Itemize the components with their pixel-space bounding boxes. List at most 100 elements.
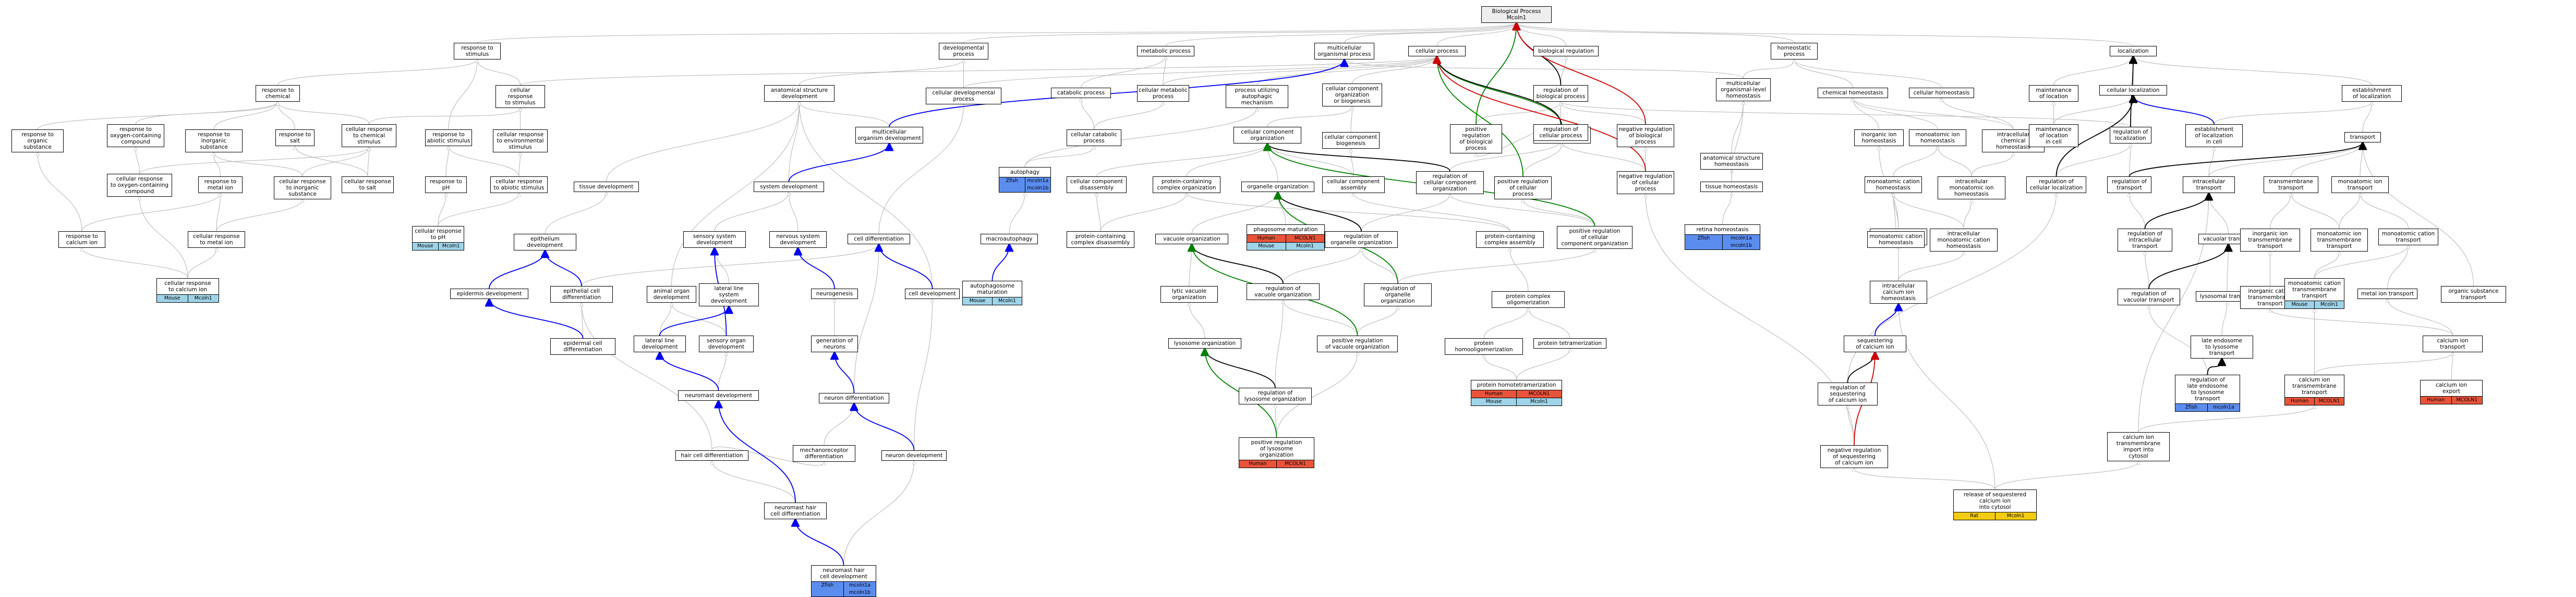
go-term-node[interactable]: cell differentiation [848,234,910,244]
go-term-node[interactable]: monoatomic cation transport [2378,229,2438,245]
go-term-node[interactable]: negative regulation of cellular process [1617,171,1674,194]
go-term-node[interactable]: maintenance of location in cell [2029,124,2078,147]
go-term-node[interactable]: regulation of organelle organization [1325,231,1398,248]
go-term-node[interactable]: cellular response to metal ion [188,231,245,248]
go-term-node[interactable]: response to salt [275,129,315,146]
go-term-node[interactable]: positive regulation of biological proces… [1450,124,1502,153]
go-term-node[interactable]: transmembrane transport [2264,176,2318,193]
go-term-node[interactable]: monoatomic ion homeostasis [1909,129,1966,146]
go-term-node[interactable]: neurogenesis [811,289,858,299]
go-term-node[interactable]: neuron development [881,450,947,461]
go-term-node[interactable]: positive regulation of vacuole organizat… [1317,336,1398,352]
go-term-node[interactable]: metal ion transport [2357,289,2417,299]
go-term-node[interactable]: establishment of localization in cell [2185,124,2243,147]
go-term-node[interactable]: protein-containing complex disassembly [1067,231,1134,248]
go-term-node[interactable]: protein-containing complex organization [1153,176,1220,193]
go-term-node[interactable]: intracellular monoatomic cation homeosta… [1930,229,1998,252]
go-term-node[interactable]: cell development [905,289,960,299]
go-term-node[interactable]: lysosome organization [1168,338,1241,349]
go-term-node[interactable]: Biological Process Mcoln1 [1481,6,1552,23]
go-term-node[interactable]: response to calcium ion [58,231,105,248]
go-term-node[interactable]: cellular response to chemical stimulus [342,124,396,147]
go-term-node[interactable]: positive regulation of lysosome organiza… [1239,437,1314,468]
go-term-node[interactable]: monoatomic ion transport [2331,176,2389,193]
go-term-node[interactable]: sensory organ development [699,336,754,352]
go-term-node[interactable]: cellular catabolic process [1067,129,1121,146]
go-term-node[interactable]: positive regulation of cellular process [1494,176,1552,199]
go-term-node[interactable]: regulation of lysosome organization [1239,388,1312,404]
go-term-node[interactable]: regulation of cellular localization [2026,176,2086,193]
go-term-node[interactable]: anatomical structure development [764,85,835,102]
go-term-node[interactable]: response to pH [425,176,467,193]
go-term-node[interactable]: homeostatic process [1771,43,1818,59]
go-term-node[interactable]: cellular response to stimulus [495,85,545,108]
go-term-node[interactable]: vacuole organization [1155,234,1228,244]
go-term-node[interactable]: cellular component organization [1233,127,1301,144]
go-term-node[interactable]: cellular component disassembly [1067,176,1127,193]
go-term-node[interactable]: cellular metabolic process [1137,85,1189,102]
go-term-node[interactable]: neuron differentiation [819,393,889,403]
go-term-node[interactable]: animal organ development [647,286,696,303]
go-term-node[interactable]: protein tetramerization [1533,338,1606,349]
go-term-node[interactable]: lateral line system development [699,283,759,306]
go-term-node[interactable]: intracellular calcium ion homeostasis [1870,281,1927,304]
go-term-node[interactable]: inorganic ion transmembrane transport [2240,229,2300,252]
go-term-node[interactable]: calcium ion transport [2423,336,2483,352]
go-term-node[interactable]: epithelial cell differentiation [550,286,613,303]
go-term-node[interactable]: cellular response to abiotic stimulus [490,176,548,193]
go-term-node[interactable]: cellular component assembly [1322,176,1385,193]
go-term-node[interactable]: regulation of intracellular transport [2118,229,2172,252]
go-term-node[interactable]: monoatomic cation homeostasis [1867,231,1925,248]
go-term-node[interactable]: response to oxygen-containing compound [107,124,164,147]
go-term-node[interactable]: lateral line development [634,336,686,352]
go-term-node[interactable]: regulation of vacuole organization [1247,283,1320,300]
go-term-node[interactable]: epidermal cell differentiation [550,338,615,355]
go-term-node[interactable]: anatomical structure homeostasis [1700,153,1763,170]
go-term-node[interactable]: inorganic ion homeostasis [1854,129,1904,146]
go-term-node[interactable]: response to inorganic substance [185,129,243,152]
go-term-node[interactable]: cellular process [1408,46,1466,56]
go-term-node[interactable]: regulation of late endosome to lysosome … [2175,375,2240,412]
go-term-node[interactable]: epithelium development [514,234,576,250]
go-term-node[interactable]: monoatomic cation homeostasis [1865,176,1922,193]
go-term-node[interactable]: positive regulation of cellular componen… [1557,226,1632,249]
go-term-node[interactable]: cellular response to inorganic substance [274,176,331,199]
go-term-node[interactable]: cellular developmental process [926,88,1001,104]
go-term-node[interactable]: system development [754,182,824,192]
go-term-node[interactable]: maintenance of location [2029,85,2078,102]
go-term-node[interactable]: developmental process [939,43,988,59]
go-term-node[interactable]: nervous system development [769,231,827,248]
go-term-node[interactable]: multicellular organismal process [1314,43,1374,59]
go-term-node[interactable]: cellular localization [2099,85,2167,95]
go-term-node[interactable]: metabolic process [1137,46,1194,56]
go-term-node[interactable]: regulation of cellular process [1533,124,1588,141]
go-term-node[interactable]: regulation of sequestering of calcium io… [1818,383,1878,405]
go-term-node[interactable]: lytic vacuole organization [1160,286,1218,303]
go-term-node[interactable]: cellular response to salt [342,176,394,193]
go-term-node[interactable]: neuromast development [678,390,759,401]
go-term-node[interactable]: tissue homeostasis [1700,182,1763,192]
go-term-node[interactable]: protein-containing complex assembly [1476,231,1544,248]
go-term-node[interactable]: establishment of localization [2342,85,2402,102]
go-term-node[interactable]: negative regulation of sequestering of c… [1820,445,1888,468]
go-term-node[interactable]: organelle organization [1241,182,1314,192]
go-term-node[interactable]: response to organic substance [11,129,64,152]
go-term-node[interactable]: sensory system development [683,231,746,248]
go-term-node[interactable]: biological regulation [1533,46,1599,56]
go-term-node[interactable]: monoatomic ion transmembrane transport [2311,229,2368,252]
go-term-node[interactable]: regulation of cellular component organiz… [1416,171,1484,194]
go-term-node[interactable]: negative regulation of biological proces… [1617,124,1674,147]
go-term-node[interactable]: calcium ion transmembrane import into cy… [2107,432,2170,461]
go-term-node[interactable]: late endosome to lysosome transport [2191,336,2253,359]
go-term-node[interactable]: generation of neurons [811,336,858,352]
go-term-node[interactable]: regulation of localization [2110,127,2151,144]
go-term-node[interactable]: release of sequestered calcium ion into … [1953,489,2037,520]
go-term-node[interactable]: response to stimulus [454,43,501,59]
